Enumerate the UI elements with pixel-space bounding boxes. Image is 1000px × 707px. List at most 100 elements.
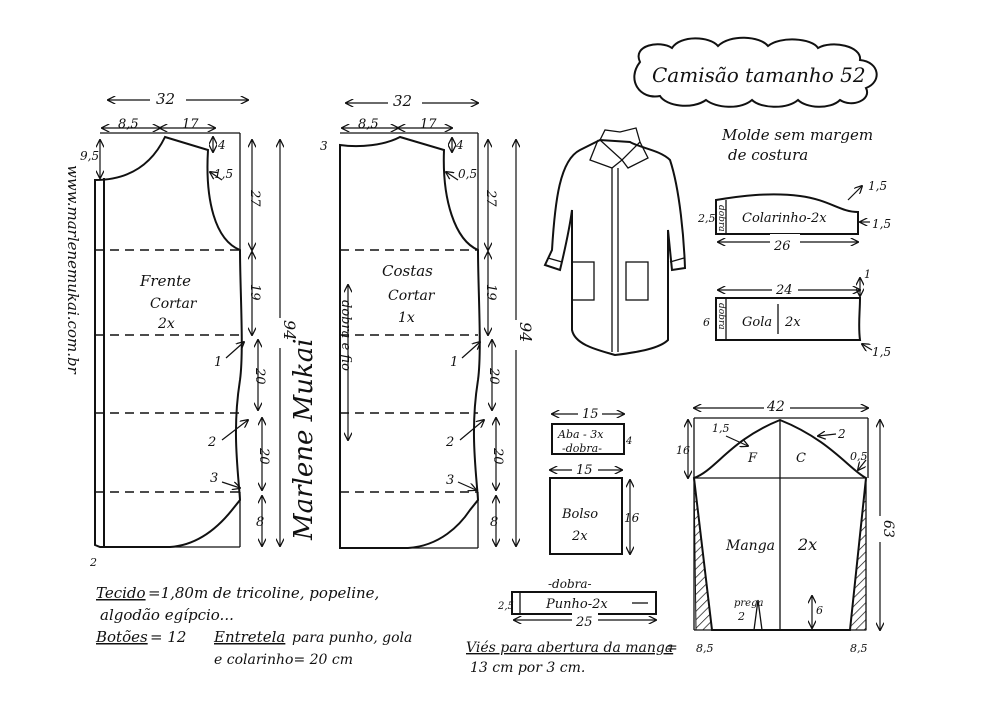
signature-text: Marlene Mukai bbox=[289, 338, 319, 541]
entretela-label: Entretela bbox=[213, 628, 285, 646]
tecido-text2: algodão egípcio... bbox=[100, 606, 234, 624]
gola-h: 6 bbox=[703, 316, 710, 329]
collar-h: 2,5 bbox=[697, 212, 716, 225]
aba-label: Aba - 3x bbox=[557, 428, 604, 441]
bolso-qty: 2x bbox=[571, 529, 588, 544]
sleeve-label: Manga bbox=[725, 538, 775, 554]
back-top3: 3 bbox=[320, 139, 328, 153]
front-s15-dim: 1,5 bbox=[214, 167, 233, 181]
front-v20a-dim: 20 bbox=[252, 367, 267, 385]
back-cut-label: Cortar bbox=[388, 288, 436, 304]
collar-r2: 1,5 bbox=[872, 217, 891, 231]
front-n1: 1 bbox=[214, 355, 222, 370]
collar-w: 26 bbox=[773, 239, 791, 254]
tecido-label: Tecido bbox=[96, 584, 146, 602]
sleeve-h16: 16 bbox=[676, 444, 690, 457]
tecido-text: =1,80m de tricoline, popeline, bbox=[148, 584, 379, 602]
bolso-label: Bolso bbox=[561, 507, 598, 522]
sleeve-prega-n: 2 bbox=[737, 610, 745, 623]
notes: Tecido =1,80m de tricoline, popeline, al… bbox=[95, 584, 678, 676]
collar-label: Colarinho-2x bbox=[742, 211, 827, 226]
collar-r1: 1,5 bbox=[868, 179, 887, 193]
sleeve-piece: 42 F C Manga 2x prega 2 6 1,5 2 0,5 16 6… bbox=[676, 396, 896, 655]
sleeve-w: 42 bbox=[766, 399, 785, 415]
sleeve-f: F bbox=[747, 451, 758, 466]
subtitle-line1: Molde sem margem bbox=[721, 126, 873, 144]
gola-qty: 2x bbox=[784, 315, 801, 330]
aba-piece: 15 Aba - 3x -dobra- 4 bbox=[551, 404, 632, 455]
sleeve-qty: 2x bbox=[797, 535, 817, 554]
front-shoulder-dim: 17 bbox=[182, 117, 199, 132]
botoes-text: = 12 bbox=[150, 628, 186, 646]
punho-piece: -dobra- 2,5 Punho-2x 25 bbox=[497, 577, 657, 630]
sleeve-r2: 2 bbox=[837, 427, 846, 441]
back-v8-dim: 8 bbox=[490, 515, 498, 530]
sleeve-bl: 8,5 bbox=[696, 642, 714, 655]
gola-r2: 1,5 bbox=[872, 345, 891, 359]
sleeve-c: C bbox=[796, 451, 806, 466]
vies-label: Viés para abertura da manga bbox=[466, 640, 673, 656]
punho-h: 2,5 bbox=[497, 601, 514, 612]
gola-label: Gola bbox=[742, 315, 772, 330]
back-n3: 3 bbox=[446, 473, 454, 488]
front-drop-dim: 9,5 bbox=[80, 149, 99, 163]
front-n2: 2 bbox=[207, 435, 216, 450]
punho-label: Punho-2x bbox=[545, 597, 608, 612]
sleeve-h63: 63 bbox=[880, 520, 896, 538]
back-s4-dim: 4 bbox=[455, 138, 464, 152]
front-v19-dim: 19 bbox=[247, 284, 262, 301]
front-v20b-dim: 20 bbox=[256, 447, 271, 465]
back-s05-dim: 0,5 bbox=[458, 167, 477, 181]
punho-w: 25 bbox=[575, 615, 593, 630]
sleeve-br: 8,5 bbox=[850, 642, 868, 655]
back-v27-dim: 27 bbox=[483, 189, 498, 207]
bolso-h: 16 bbox=[624, 511, 640, 525]
sleeve-prega: prega bbox=[734, 598, 764, 609]
subtitle-line2: de costura bbox=[728, 146, 808, 164]
gola-w: 24 bbox=[775, 283, 793, 298]
sleeve-r05: 0,5 bbox=[850, 450, 868, 463]
gola-piece: dobra 6 Gola 2x 24 1 1,5 bbox=[703, 268, 891, 359]
front-v27-dim: 27 bbox=[247, 189, 262, 207]
website-text: www.marlenemukai.com.br bbox=[64, 165, 82, 375]
aba-fold: -dobra- bbox=[562, 442, 602, 455]
aba-w: 15 bbox=[582, 407, 599, 422]
front-v8-dim: 8 bbox=[256, 515, 264, 530]
back-v20a-dim: 20 bbox=[486, 367, 501, 385]
collar-fold: dobra bbox=[716, 205, 726, 232]
back-fold-label: dobra e fio bbox=[338, 300, 353, 371]
signature: Marlene Mukai bbox=[289, 338, 319, 541]
sleeve-v6: 6 bbox=[816, 604, 823, 617]
gola-r1: 1 bbox=[864, 268, 871, 281]
back-v19-dim: 19 bbox=[483, 284, 498, 301]
back-qty: 1x bbox=[398, 310, 415, 326]
front-piece: 3 2 8,5 17 9,5 4 1,5 27 19 20 20 8 94 1 2… bbox=[80, 88, 299, 569]
back-width-dim: 32 bbox=[393, 92, 412, 110]
shirt-illustration bbox=[543, 127, 687, 357]
aba-h: 4 bbox=[625, 436, 632, 447]
vies-text: = bbox=[666, 640, 678, 656]
back-n1: 1 bbox=[450, 355, 458, 370]
front-name: Frente bbox=[139, 272, 191, 290]
back-n2: 2 bbox=[445, 435, 454, 450]
front-s4-dim: 4 bbox=[217, 138, 226, 152]
back-name: Costas bbox=[382, 262, 433, 280]
back-piece: 32 8,5 17 3 4 0,5 27 19 20 20 8 94 1 2 3… bbox=[320, 90, 535, 549]
front-n3: 3 bbox=[210, 471, 218, 486]
front-total-dim: 94 bbox=[280, 320, 299, 340]
collar-piece: dobra 2,5 Colarinho-2x 26 1,5 1,5 bbox=[697, 179, 891, 254]
bolso-piece: 15 Bolso 2x 16 bbox=[549, 460, 640, 555]
gola-fold: dobra bbox=[716, 303, 726, 330]
back-total-dim: 94 bbox=[516, 322, 535, 342]
back-shoulder-dim: 17 bbox=[420, 117, 437, 132]
entretela-text: para punho, gola bbox=[292, 630, 412, 646]
entretela-text2: e colarinho= 20 cm bbox=[214, 652, 353, 668]
back-neck-dim: 8,5 bbox=[358, 117, 379, 132]
sleeve-l15: 1,5 bbox=[712, 422, 730, 435]
title-cloud: Camisão tamanho 52 bbox=[633, 36, 878, 108]
front-neck-dim: 8,5 bbox=[118, 117, 139, 132]
vies-text2: 13 cm por 3 cm. bbox=[470, 660, 585, 676]
front-hem2: 2 bbox=[89, 556, 97, 569]
punho-fold: -dobra- bbox=[548, 577, 592, 591]
